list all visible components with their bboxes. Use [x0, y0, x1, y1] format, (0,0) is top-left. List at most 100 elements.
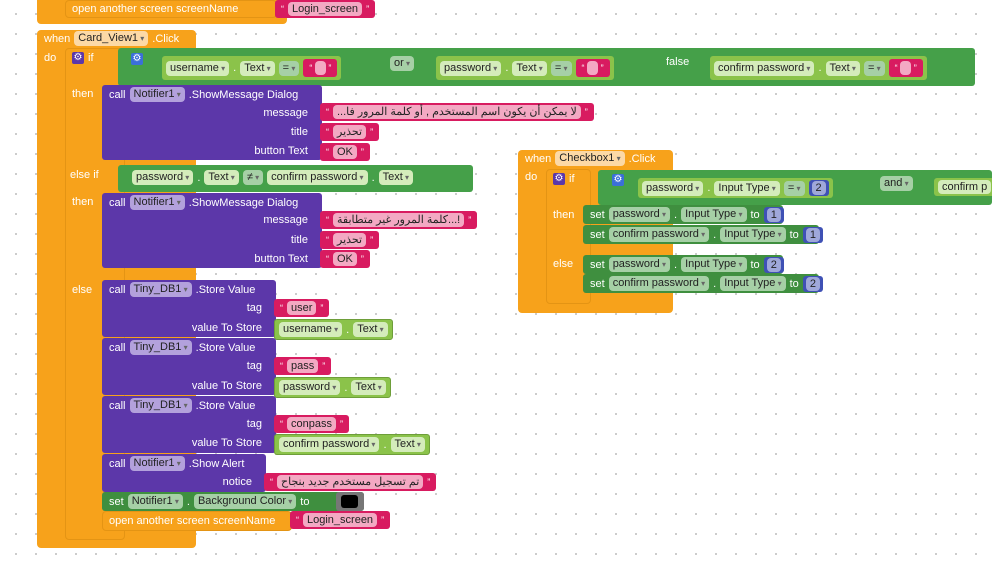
confirm-password-compare[interactable]: confirm password. Text = “ ”	[710, 56, 927, 80]
username-dropdown[interactable]: username	[166, 60, 230, 76]
component-dropdown[interactable]: username	[279, 322, 343, 337]
gear-icon[interactable]: ⚙	[612, 174, 624, 186]
equals-dropdown[interactable]: =	[783, 180, 805, 196]
open-another-screen-block[interactable]: open another screen screenName	[102, 511, 292, 531]
number-value[interactable]: 2	[805, 276, 820, 291]
component-dropdown[interactable]: password	[608, 207, 671, 222]
empty-text-block[interactable]: “ ”	[303, 59, 338, 77]
equals-dropdown[interactable]: =	[278, 60, 300, 76]
not-equal-condition-block[interactable]: password. Text ≠ confirm password. Text	[118, 165, 473, 192]
component-dropdown[interactable]: confirm password	[608, 227, 710, 242]
property-dropdown[interactable]: Input Type	[720, 227, 786, 242]
password-dropdown[interactable]: password	[642, 180, 704, 196]
notifier-dropdown[interactable]: Notifier1	[127, 494, 183, 509]
property-dropdown[interactable]: Text	[390, 437, 425, 452]
notice-text-block[interactable]: “تم تسجيل مستخدم جديد بنجاح”	[264, 473, 437, 491]
confirm-password-dropdown[interactable]: confirm p	[938, 180, 992, 194]
text-property-dropdown[interactable]: Text	[378, 170, 414, 185]
title-value[interactable]: تحذير	[333, 233, 367, 247]
color-block[interactable]	[336, 492, 364, 511]
password-dropdown[interactable]: password	[440, 60, 502, 76]
component-dropdown[interactable]: Card_View1	[74, 31, 149, 46]
text-property-dropdown[interactable]: Text	[512, 60, 547, 76]
tinydb-dropdown[interactable]: Tiny_DB1	[129, 282, 192, 297]
tag-value[interactable]: user	[287, 301, 317, 315]
component-dropdown[interactable]: password	[279, 380, 341, 395]
notice-value[interactable]: تم تسجيل مستخدم جديد بنجاح	[277, 475, 424, 489]
number-value[interactable]: 1	[766, 207, 781, 222]
component-dropdown[interactable]: password	[608, 257, 671, 272]
screen-name-value[interactable]: Login_screen	[303, 513, 378, 527]
confirm-password-compare[interactable]: confirm p	[934, 178, 992, 196]
input-type-dropdown[interactable]: Input Type	[714, 180, 780, 196]
tag-value[interactable]: conpass	[287, 417, 336, 431]
text-property-dropdown[interactable]: Text	[825, 60, 860, 76]
or-dropdown[interactable]: or	[390, 56, 415, 71]
black-color-swatch[interactable]	[341, 495, 358, 508]
message-text-block[interactable]: “كلمة المرور غير متطابقة...!”	[320, 211, 478, 229]
tag-value[interactable]: pass	[287, 359, 319, 373]
tag-text-block[interactable]: “conpass”	[274, 415, 349, 433]
or-condition-block[interactable]: ⚙ username. Text = “ ” or password. Text…	[118, 48, 975, 86]
property-dropdown[interactable]: Input Type	[681, 207, 747, 222]
tinydb-dropdown[interactable]: Tiny_DB1	[129, 398, 192, 413]
text-property-dropdown[interactable]: Text	[204, 170, 239, 185]
button-value[interactable]: OK	[333, 252, 357, 266]
empty-text-block[interactable]: “ ”	[888, 59, 923, 77]
notifier-dropdown[interactable]: Notifier1	[129, 456, 185, 471]
screen-name-text-block[interactable]: “Login_screen”	[290, 511, 391, 529]
number-value[interactable]: 2	[811, 181, 826, 195]
component-dropdown[interactable]: confirm password	[279, 437, 380, 452]
value-getter-block[interactable]: password.Text	[274, 377, 391, 398]
tag-text-block[interactable]: “user”	[274, 299, 330, 317]
confirm-password-dropdown[interactable]: confirm password	[714, 60, 815, 76]
number-value[interactable]: 1	[805, 227, 820, 242]
property-dropdown[interactable]: Input Type	[681, 257, 747, 272]
message-value[interactable]: ...لا يمكن أن يكون اسم المستخدم , أو كلم…	[333, 105, 581, 119]
title-text-block[interactable]: “تحذير”	[320, 123, 380, 141]
set-background-color-block[interactable]: set Notifier1. Background Color to	[102, 492, 364, 511]
property-dropdown[interactable]: Text	[351, 380, 386, 395]
gear-icon[interactable]: ⚙	[131, 53, 143, 65]
empty-text-block[interactable]: “ ”	[575, 59, 610, 77]
tag-text-block[interactable]: “pass”	[274, 357, 332, 375]
confirm-password-dropdown[interactable]: confirm password	[267, 170, 368, 185]
component-dropdown[interactable]: Checkbox1	[555, 151, 625, 166]
title-text-block[interactable]: “تحذير”	[320, 231, 380, 249]
equals-dropdown[interactable]: =	[863, 60, 885, 76]
and-dropdown[interactable]: and	[880, 176, 913, 191]
notifier-dropdown[interactable]: Notifier1	[129, 195, 185, 210]
number-value[interactable]: 2	[766, 257, 781, 272]
not-equal-dropdown[interactable]: ≠	[242, 170, 264, 185]
gear-icon[interactable]: ⚙	[553, 173, 565, 185]
text-property-dropdown[interactable]: Text	[240, 60, 275, 76]
tinydb-dropdown[interactable]: Tiny_DB1	[129, 340, 192, 355]
message-text-block[interactable]: “...لا يمكن أن يكون اسم المستخدم , أو كل…	[320, 103, 594, 121]
button-text-block[interactable]: “OK”	[320, 250, 370, 268]
notifier-dropdown[interactable]: Notifier1	[129, 87, 185, 102]
username-compare[interactable]: username. Text = “ ”	[162, 56, 342, 80]
password-input-type-compare[interactable]: password. Input Type = 2	[638, 178, 833, 198]
and-condition-block[interactable]: ⚙ password. Input Type = 2 and confirm p	[598, 170, 992, 205]
equals-dropdown[interactable]: =	[550, 60, 572, 76]
open-screen-block-fragment[interactable]: open another screen screenName	[65, 0, 277, 18]
value-getter-block[interactable]: username.Text	[274, 319, 393, 340]
property-dropdown[interactable]: Text	[353, 322, 388, 337]
password-dropdown[interactable]: password	[132, 170, 194, 185]
property-dropdown[interactable]: Input Type	[720, 276, 786, 291]
value-getter-block[interactable]: confirm password.Text	[274, 434, 430, 455]
message-value[interactable]: كلمة المرور غير متطابقة...!	[333, 213, 465, 227]
gear-icon[interactable]: ⚙	[72, 52, 84, 64]
title-value[interactable]: تحذير	[333, 125, 367, 139]
screen-name-text-block[interactable]: “Login_screen”	[275, 0, 376, 18]
component-dropdown[interactable]: confirm password	[608, 276, 710, 291]
